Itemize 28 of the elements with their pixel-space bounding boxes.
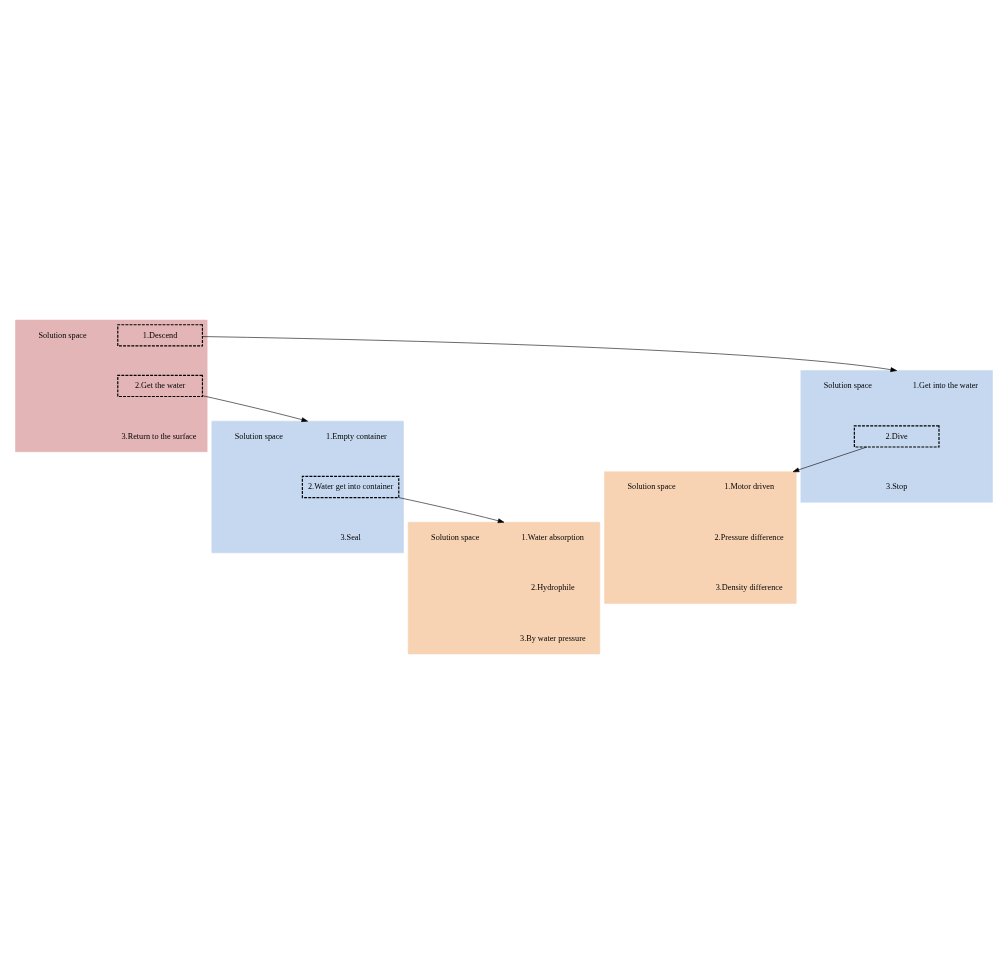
node-text: Solution space xyxy=(431,532,480,542)
node-text: 1.Empty container xyxy=(326,431,387,441)
cluster xyxy=(211,420,404,554)
node-box: 1.Descend xyxy=(117,324,204,347)
node-text: 3.By water pressure xyxy=(520,633,586,643)
arrow xyxy=(792,446,867,473)
node-text: 1.Get into the water xyxy=(912,381,979,391)
cluster xyxy=(604,471,797,604)
cluster xyxy=(15,319,208,453)
node-box: 2.Water get into container xyxy=(301,475,400,499)
node-text: 2.Hydrophile xyxy=(530,583,575,593)
node-text: Solution space xyxy=(627,482,676,492)
arrow xyxy=(202,395,308,422)
arrow xyxy=(202,336,897,372)
node-text: 2.Pressure difference xyxy=(714,532,784,542)
node-text: 1.Water absorption xyxy=(521,532,584,542)
node-text: 1.Motor driven xyxy=(724,482,775,492)
node-box: 2.Get the water xyxy=(117,374,204,398)
cluster xyxy=(407,521,601,655)
node-text: Solution space xyxy=(234,431,283,441)
node-text: 3.Density difference xyxy=(715,583,783,593)
node-text: Solution space xyxy=(38,330,87,340)
node-text: 3.Seal xyxy=(340,532,361,542)
node-text: 3.Stop xyxy=(886,482,908,492)
node-text: Solution space xyxy=(823,381,872,391)
arrow xyxy=(398,497,505,524)
node-text: 3.Return to the surface xyxy=(121,431,197,441)
node-box: 2.Dive xyxy=(853,425,940,448)
